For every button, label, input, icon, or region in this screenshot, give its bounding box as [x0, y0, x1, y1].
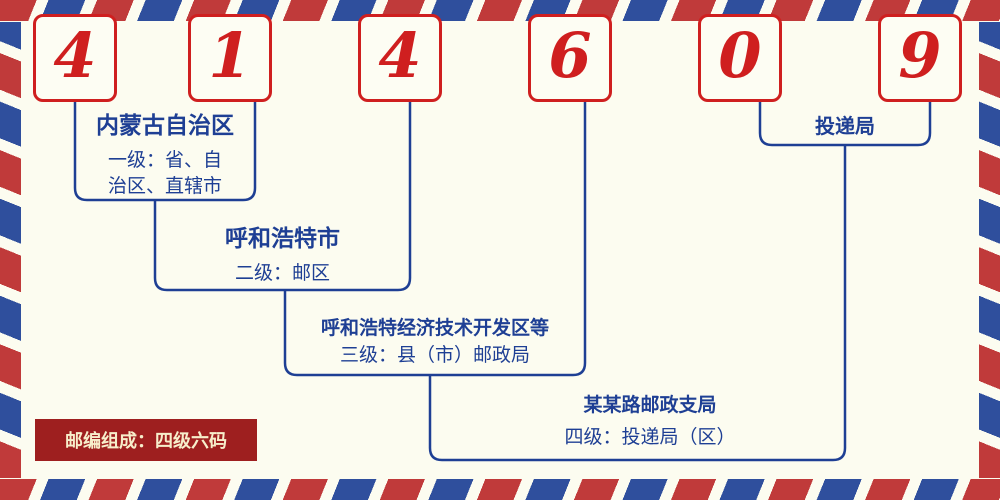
level2-desc: 二级：邮区	[234, 261, 330, 284]
connector-level4	[428, 145, 847, 462]
level4-desc: 四级：投递局（区）	[564, 425, 736, 448]
digit-5: 0	[718, 19, 762, 92]
level4-office-name: 某某路邮政支局	[583, 394, 717, 416]
connector-level2	[153, 102, 412, 292]
label-level2: 呼和浩特市 二级：邮区	[160, 225, 405, 285]
digit-2: 1	[208, 19, 252, 92]
digit-4: 6	[548, 19, 592, 92]
digit-box-5: 0	[698, 14, 782, 102]
level1-desc-line2: 治区、直辖市	[107, 175, 222, 198]
digit-6: 9	[898, 19, 942, 92]
composition-note: 邮编组成：四级六码	[35, 419, 257, 461]
label-level1: 内蒙古自治区 一级：省、自 治区、直辖市	[80, 112, 250, 199]
level3-district-name: 呼和浩特经济技术开发区等	[320, 317, 549, 339]
digit-3: 4	[378, 19, 422, 92]
label-delivery-office: 投递局	[815, 114, 875, 138]
label-level3: 呼和浩特经济技术开发区等 三级：县（市）邮政局	[290, 317, 580, 367]
level2-city-name: 呼和浩特市	[225, 226, 340, 252]
connector-level1	[73, 102, 257, 202]
digit-box-1: 4	[33, 14, 117, 102]
level3-desc: 三级：县（市）邮政局	[339, 343, 530, 366]
digit-box-3: 4	[358, 14, 442, 102]
digit-box-4: 6	[528, 14, 612, 102]
connector-delivery	[758, 102, 932, 147]
level1-desc-line1: 一级：省、自	[107, 148, 222, 171]
connector-level3	[283, 102, 587, 377]
level1-region-name: 内蒙古自治区	[96, 113, 234, 139]
digit-box-6: 9	[878, 14, 962, 102]
label-level4: 某某路邮政支局 四级：投递局（区）	[520, 394, 780, 449]
digit-box-2: 1	[188, 14, 272, 102]
digit-1: 4	[53, 19, 97, 92]
